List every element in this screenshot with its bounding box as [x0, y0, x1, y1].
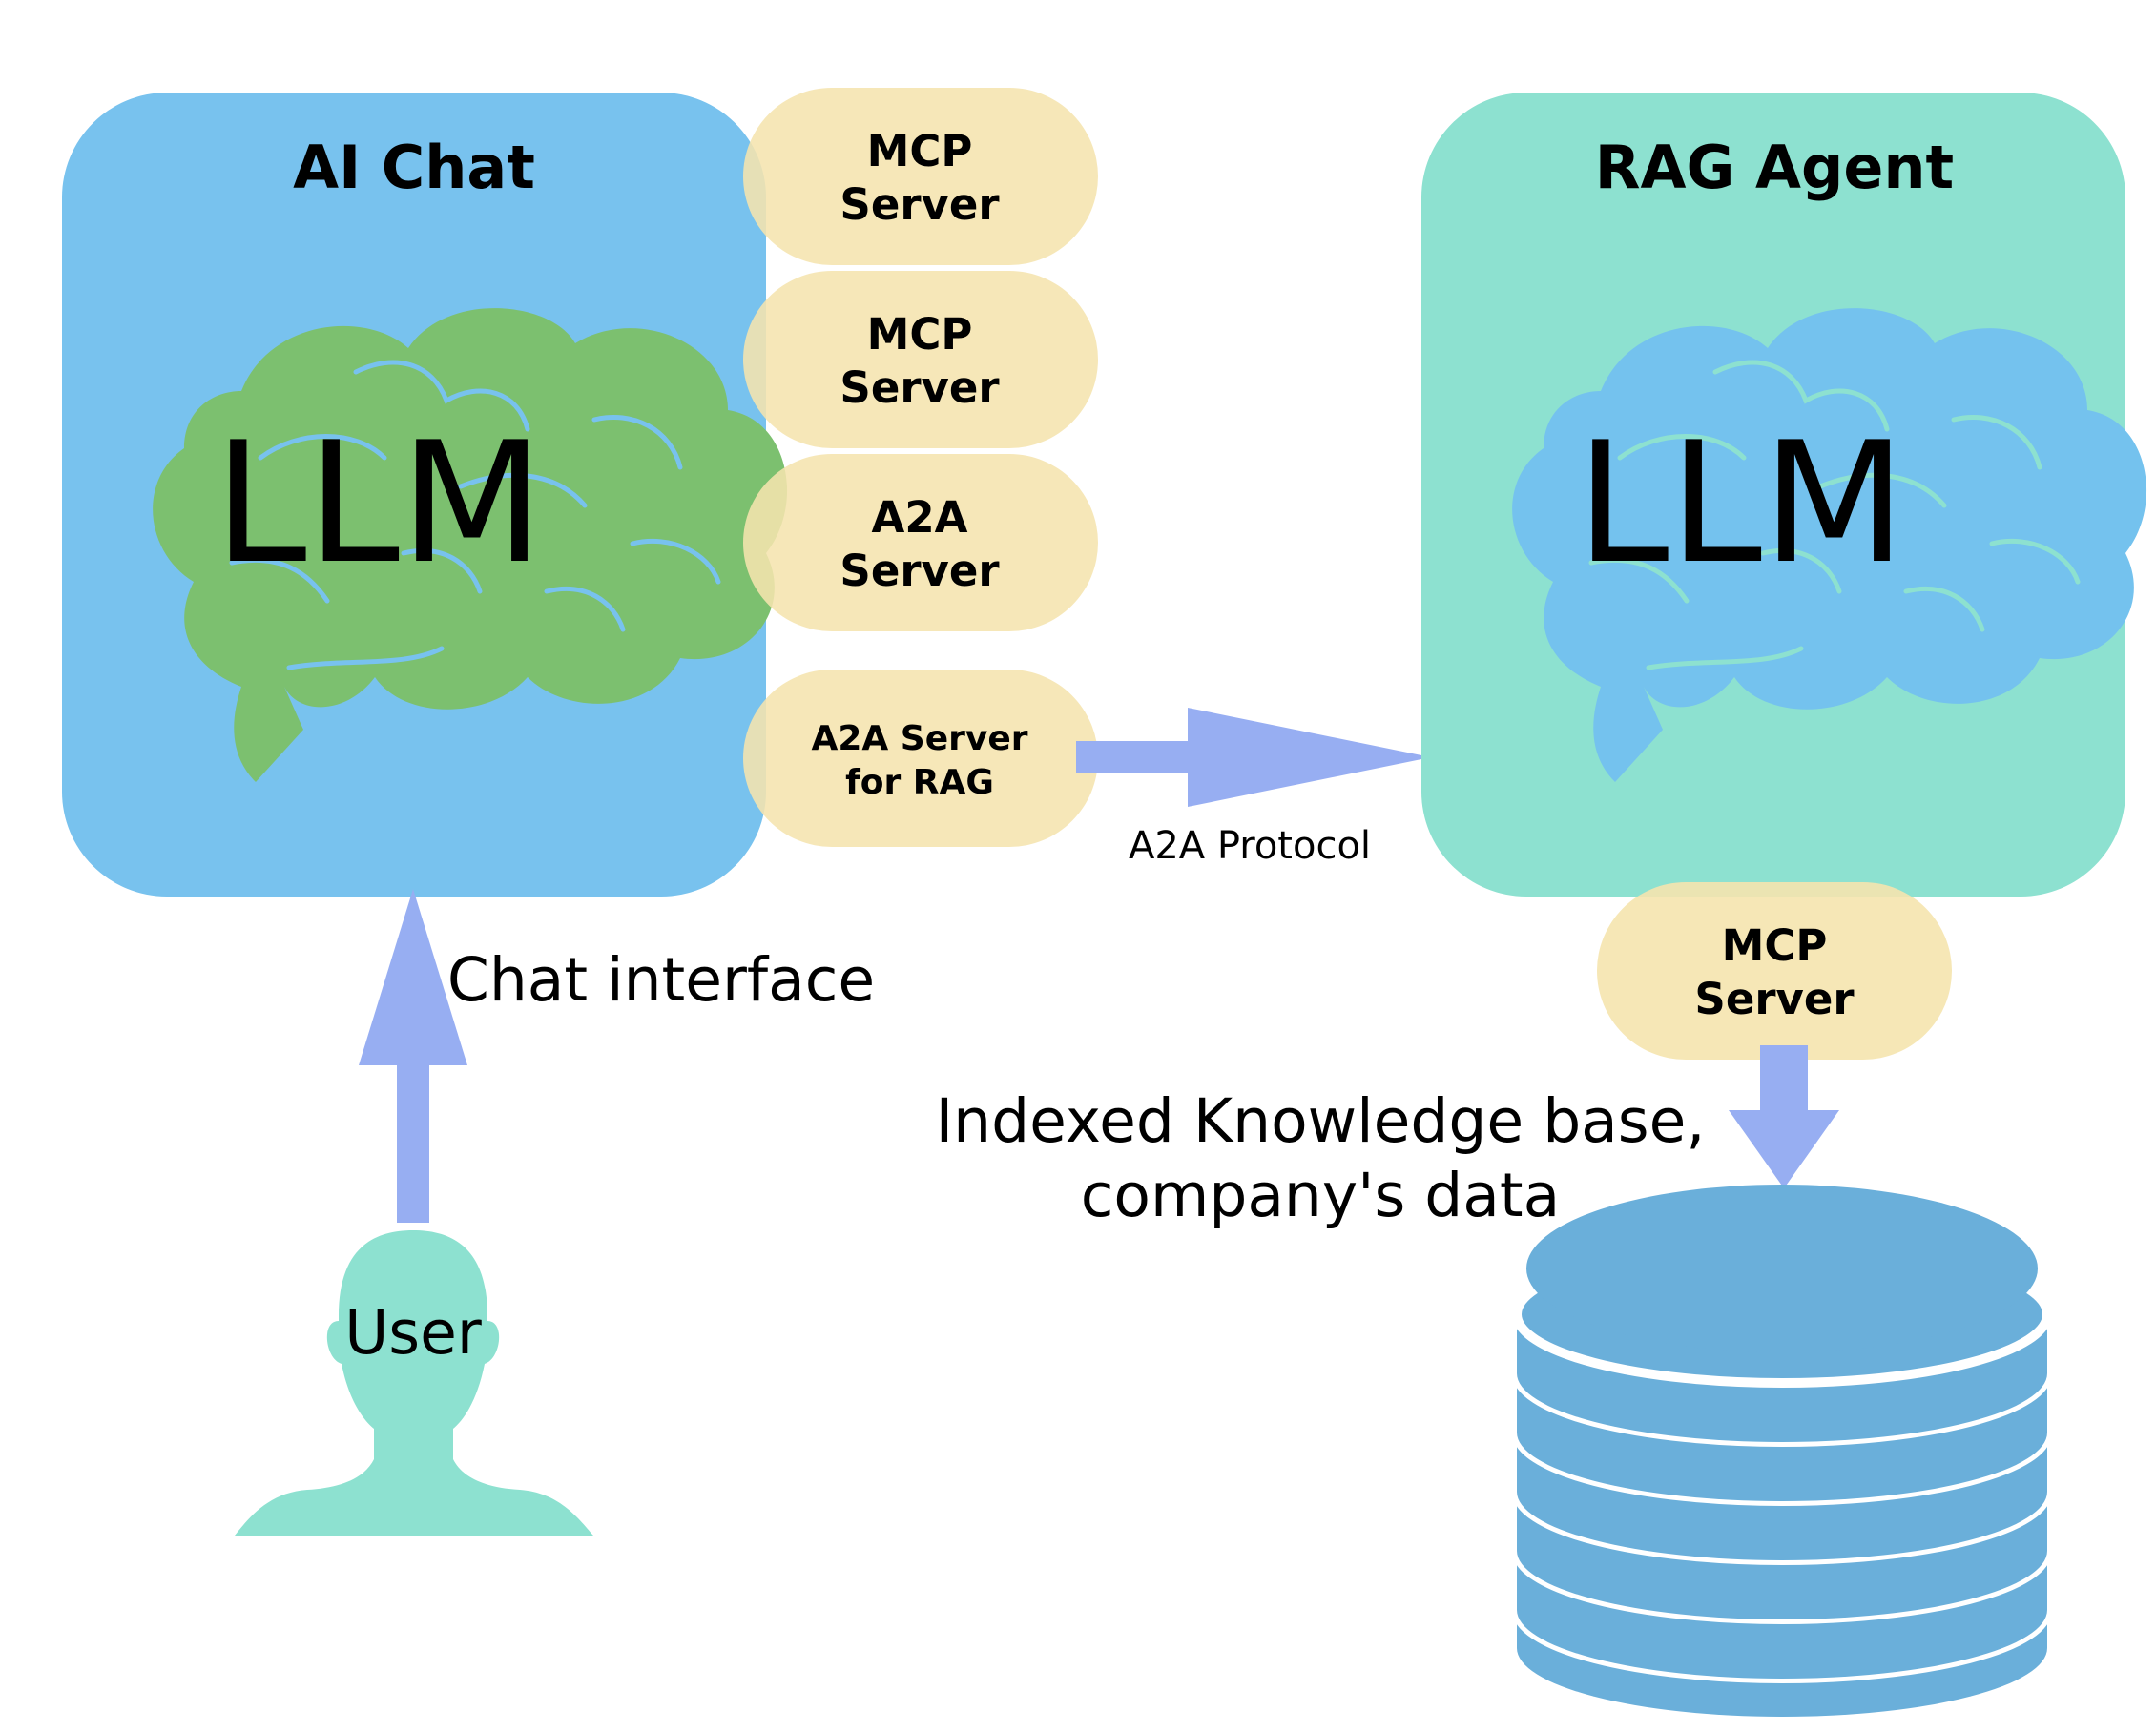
- mcp-server-pill-1: [743, 88, 1098, 265]
- rag-agent-llm-label: LLM: [1576, 407, 1906, 601]
- user-silhouette-icon: [235, 1230, 593, 1536]
- rag-agent-node: RAG Agent LLM: [1421, 93, 2147, 897]
- mcp-server-pill-2: [743, 271, 1098, 448]
- knowledge-base-label-line2: company's data: [1081, 1161, 1560, 1230]
- ai-chat-node: AI Chat LLM: [62, 93, 788, 897]
- a2a-server-rag-line1: A2A Server: [811, 719, 1027, 758]
- rag-agent-title: RAG Agent: [1595, 133, 1954, 202]
- mcp-server-2-line1: MCP: [867, 309, 973, 360]
- mcp-server-2-line2: Server: [840, 362, 1000, 413]
- a2a-server-pill: [743, 454, 1098, 631]
- a2a-server-line1: A2A: [872, 492, 968, 543]
- user-label: User: [344, 1298, 482, 1368]
- chat-interface-arrow: [359, 889, 467, 1223]
- a2a-protocol-label: A2A Protocol: [1129, 824, 1371, 868]
- mcp-server-1-line1: MCP: [867, 126, 973, 176]
- a2a-server-line2: Server: [840, 546, 1000, 596]
- brain-icon: [1512, 308, 2147, 782]
- knowledge-base-label-line1: Indexed Knowledge base,: [936, 1086, 1706, 1156]
- database-icon: [1512, 1185, 2052, 1717]
- rag-mcp-server-line1: MCP: [1722, 920, 1828, 971]
- a2a-protocol-arrow: [1076, 708, 1431, 807]
- rag-mcp-server-pill: [1597, 882, 1952, 1060]
- rag-mcp-server-line2: Server: [1694, 974, 1855, 1024]
- brain-icon: [153, 308, 788, 782]
- a2a-server-rag-pill: [743, 670, 1098, 847]
- mcp-to-database-arrow: [1729, 1045, 1839, 1188]
- mcp-server-1-line2: Server: [840, 179, 1000, 230]
- a2a-server-rag-line2: for RAG: [845, 763, 994, 802]
- chat-interface-label: Chat interface: [447, 945, 875, 1015]
- ai-chat-title: AI Chat: [293, 133, 535, 202]
- ai-chat-llm-label: LLM: [214, 407, 544, 601]
